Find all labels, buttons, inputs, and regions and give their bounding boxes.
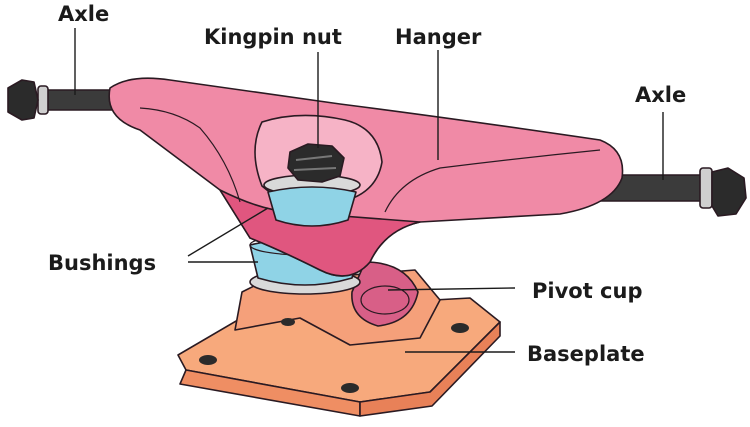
kingpin-nut bbox=[288, 144, 344, 182]
mounting-hole bbox=[199, 355, 217, 365]
mounting-hole bbox=[341, 383, 359, 393]
axle-left bbox=[8, 80, 120, 120]
label-pivot-cup: Pivot cup bbox=[532, 279, 643, 303]
axle-left-shaft bbox=[40, 90, 120, 110]
axle-left-nut bbox=[8, 80, 38, 120]
hanger bbox=[109, 78, 622, 276]
label-hanger: Hanger bbox=[395, 25, 482, 49]
label-kingpin-nut: Kingpin nut bbox=[204, 25, 342, 49]
upper-bushing bbox=[264, 175, 360, 226]
label-axle-left: Axle bbox=[58, 2, 109, 26]
mounting-hole bbox=[451, 323, 469, 333]
axle-right-nut bbox=[712, 168, 746, 216]
label-axle-right: Axle bbox=[635, 83, 686, 107]
label-bushings: Bushings bbox=[48, 251, 156, 275]
label-baseplate: Baseplate bbox=[527, 342, 645, 366]
mounting-hole bbox=[281, 318, 295, 326]
